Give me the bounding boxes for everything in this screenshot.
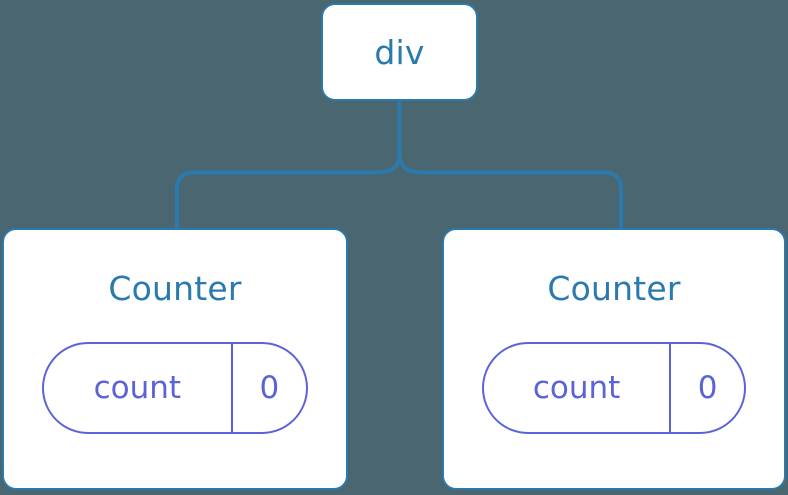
- state-pill-left-value: 0: [259, 369, 280, 406]
- node-counter-right[interactable]: Counter count 0: [442, 228, 786, 490]
- node-counter-right-label: Counter: [547, 269, 681, 308]
- state-pill-right-value: 0: [697, 369, 718, 406]
- node-counter-left-label: Counter: [108, 269, 242, 308]
- state-pill-right[interactable]: count 0: [482, 342, 746, 434]
- node-div[interactable]: div: [321, 3, 478, 101]
- state-pill-left-value-cell: 0: [233, 344, 306, 432]
- state-pill-right-key-cell: count: [484, 344, 672, 432]
- state-pill-left-key: count: [93, 369, 182, 406]
- node-div-label: div: [374, 32, 425, 72]
- state-pill-left-key-cell: count: [44, 344, 233, 432]
- node-counter-left[interactable]: Counter count 0: [2, 228, 348, 490]
- state-pill-right-key: count: [532, 369, 621, 406]
- connector-branch-right: [397, 149, 623, 228]
- state-pill-left[interactable]: count 0: [42, 342, 308, 434]
- state-pill-right-value-cell: 0: [671, 344, 744, 432]
- connector-branch-left: [175, 149, 402, 228]
